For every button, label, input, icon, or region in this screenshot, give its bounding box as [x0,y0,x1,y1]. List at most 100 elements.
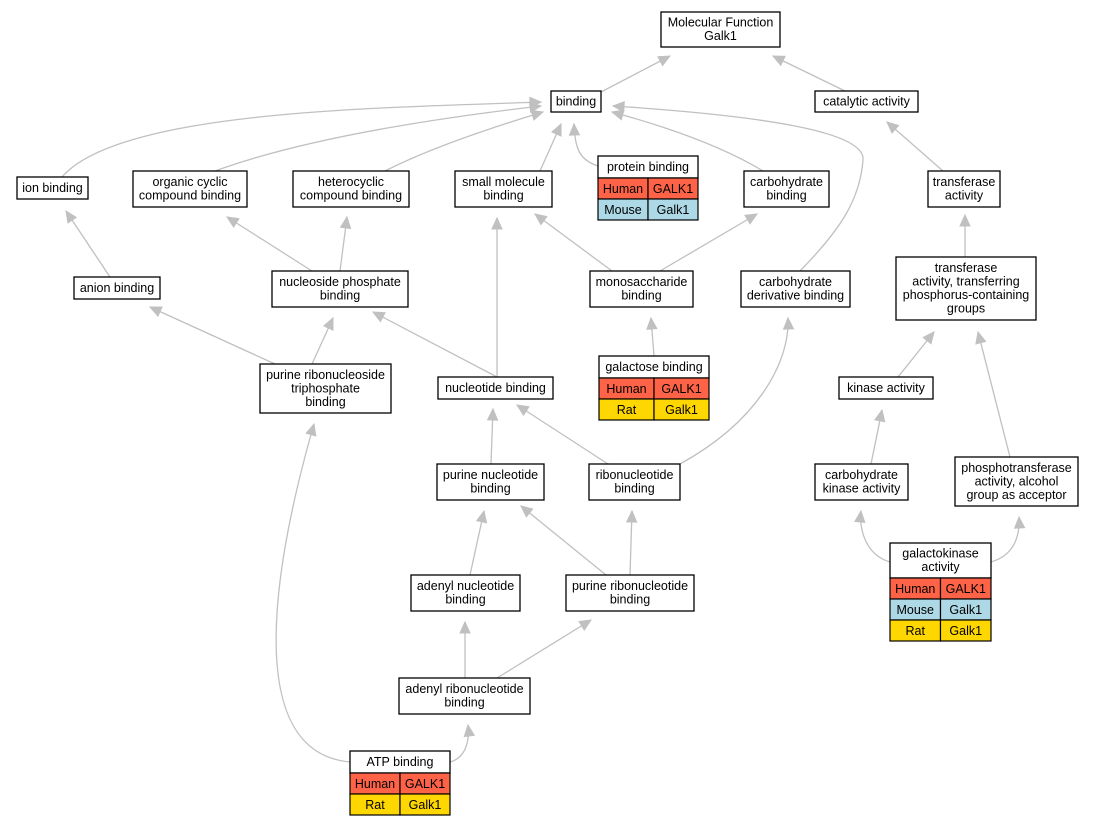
go-term-kinase[interactable]: kinase activity [838,376,934,400]
arrowhead-icon [305,422,317,437]
go-term-catalytic[interactable]: catalytic activity [814,90,919,113]
arrowhead-icon [534,213,548,226]
term-box [814,90,919,113]
arrowhead-icon [959,213,971,227]
arrowhead-icon [475,509,488,524]
term-label: ion binding [22,181,83,195]
arrowhead-icon [771,55,786,67]
edge-protein-to-binding [568,122,599,167]
edge-line [600,55,671,93]
arrowhead-icon [551,122,562,137]
term-label: group as acceptor [966,488,1066,502]
term-box [259,363,392,414]
term-box [437,376,554,400]
term-label: triphosphate [291,381,360,395]
edge-line [679,317,789,465]
term-label: protein binding [607,160,689,174]
arrowhead-icon [578,619,593,631]
species-label: Mouse [604,203,642,217]
edge-purnuc-to-nucbinding [486,407,499,465]
term-box [838,376,934,400]
arrowhead-icon [530,109,545,121]
edge-line [275,423,351,763]
term-box [398,677,531,715]
edge-nucbinding-to-smallmol [491,216,503,377]
term-label: Molecular Function [668,16,774,30]
edge-line [61,101,542,178]
term-label: binding [320,289,360,303]
term-label: derivative binding [747,289,844,303]
arrowhead-icon [874,408,886,423]
arrowhead-icon [657,55,672,67]
arrowhead-icon [610,109,625,121]
species-label: Human [603,182,643,196]
term-box [740,270,851,308]
go-term-anion[interactable]: anion binding [73,276,161,300]
go-term-ion[interactable]: ion binding [16,176,89,200]
term-label: nucleotide binding [445,381,546,395]
edge-smallmol-to-binding [539,122,562,172]
arrowhead-icon [782,316,795,330]
edge-adenylnuc-to-purnuc [469,509,488,576]
term-label: adenyl ribonucleotide [405,682,523,696]
term-label: binding [444,696,484,710]
edge-transferase-to-catalytic [886,121,944,172]
edge-line [659,213,758,272]
edge-purribonuc-to-ribonuc [625,509,638,576]
edge-carbkinase-to-kinase [870,408,886,465]
term-label: compound binding [300,189,402,203]
edge-kinase-to-transphos [897,331,935,378]
gene-symbol: Galk1 [665,403,698,417]
edge-nucbinding-to-nucphos [371,311,498,378]
gene-symbol: Galk1 [409,798,442,812]
arrowhead-icon [515,404,530,417]
term-label: binding [483,189,523,203]
edge-galactokinase-to-carbkinase [854,509,891,563]
arrowhead-icon [854,509,866,524]
go-term-binding[interactable]: binding [550,90,602,113]
term-label: organic cyclic [152,175,227,189]
species-label: Rat [906,624,926,638]
arrowhead-icon [65,209,78,224]
go-term-nucbinding[interactable]: nucleotide binding [437,376,554,400]
term-label: kinase activity [847,381,926,395]
edge-line [534,213,613,272]
term-label: binding [445,593,485,607]
arrowhead-icon [371,311,386,323]
term-box [588,463,681,501]
edge-line [449,724,470,763]
gene-cell [939,619,992,642]
edge-phosphotrans-to-transphos [975,330,1011,458]
